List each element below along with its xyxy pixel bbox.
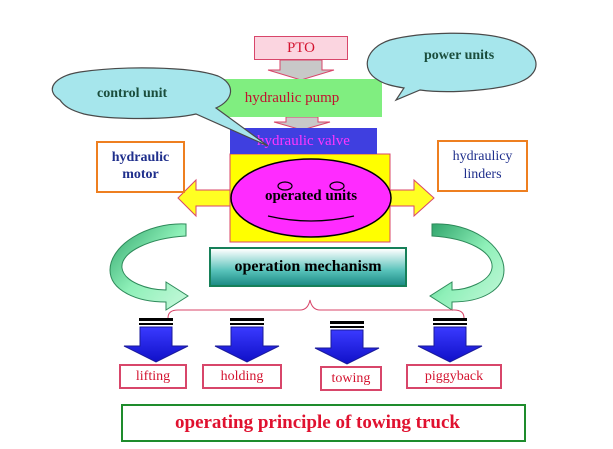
action-towing-label: towing xyxy=(331,370,371,386)
smiley-face xyxy=(230,158,392,238)
down-arrow-piggyback xyxy=(417,318,483,363)
smile-mouth xyxy=(267,215,355,222)
down-arrow-lifting xyxy=(123,318,189,363)
operated-units-label: operated units xyxy=(264,188,358,204)
arrow-pump-to-valve xyxy=(273,116,331,131)
action-piggyback: piggyback xyxy=(406,364,502,389)
hydraulic-pump-box: hydraulic pump xyxy=(202,79,382,117)
action-holding-label: holding xyxy=(220,368,264,384)
curved-arrow-left xyxy=(109,223,189,311)
control-unit-label: control unit xyxy=(97,86,168,101)
hydraulic-cylinders-box: hydraulicy linders xyxy=(437,140,528,192)
power-units-label: power units xyxy=(424,48,495,63)
action-lifting: lifting xyxy=(119,364,187,389)
action-piggyback-label: piggyback xyxy=(424,368,484,384)
hydraulic-valve-label: hydraulic valve xyxy=(257,132,350,149)
hydraulic-valve-box: hydraulic valve xyxy=(230,128,377,154)
hydraulic-motor-box: hydraulic motor xyxy=(96,141,185,193)
action-towing: towing xyxy=(320,366,382,391)
curved-arrow-right xyxy=(429,223,505,311)
hydraulic-cylinders-label-line1: hydraulicy xyxy=(452,148,513,164)
hydraulic-cylinders-label-line2: linders xyxy=(463,167,502,182)
brace xyxy=(167,299,465,319)
action-holding: holding xyxy=(202,364,282,389)
hydraulic-motor-label-line1: hydraulic xyxy=(111,150,170,166)
hydraulic-motor-label-line2: motor xyxy=(122,167,159,182)
hydraulic-pump-label: hydraulic pump xyxy=(244,89,340,106)
down-arrow-towing xyxy=(314,321,380,365)
caption-text: operating principle of towing truck xyxy=(175,412,460,433)
operation-mechanism-box: operation mechanism xyxy=(209,247,407,287)
pto-label: PTO xyxy=(286,39,316,56)
arrow-pto-to-pump xyxy=(267,59,335,81)
right-eye-icon xyxy=(329,181,345,191)
operation-mechanism-label: operation mechanism xyxy=(234,258,382,275)
action-lifting-label: lifting xyxy=(135,368,171,384)
down-arrow-holding xyxy=(214,318,280,363)
left-eye-icon xyxy=(277,181,293,191)
caption-box: operating principle of towing truck xyxy=(121,404,526,442)
pto-box: PTO xyxy=(254,36,348,60)
